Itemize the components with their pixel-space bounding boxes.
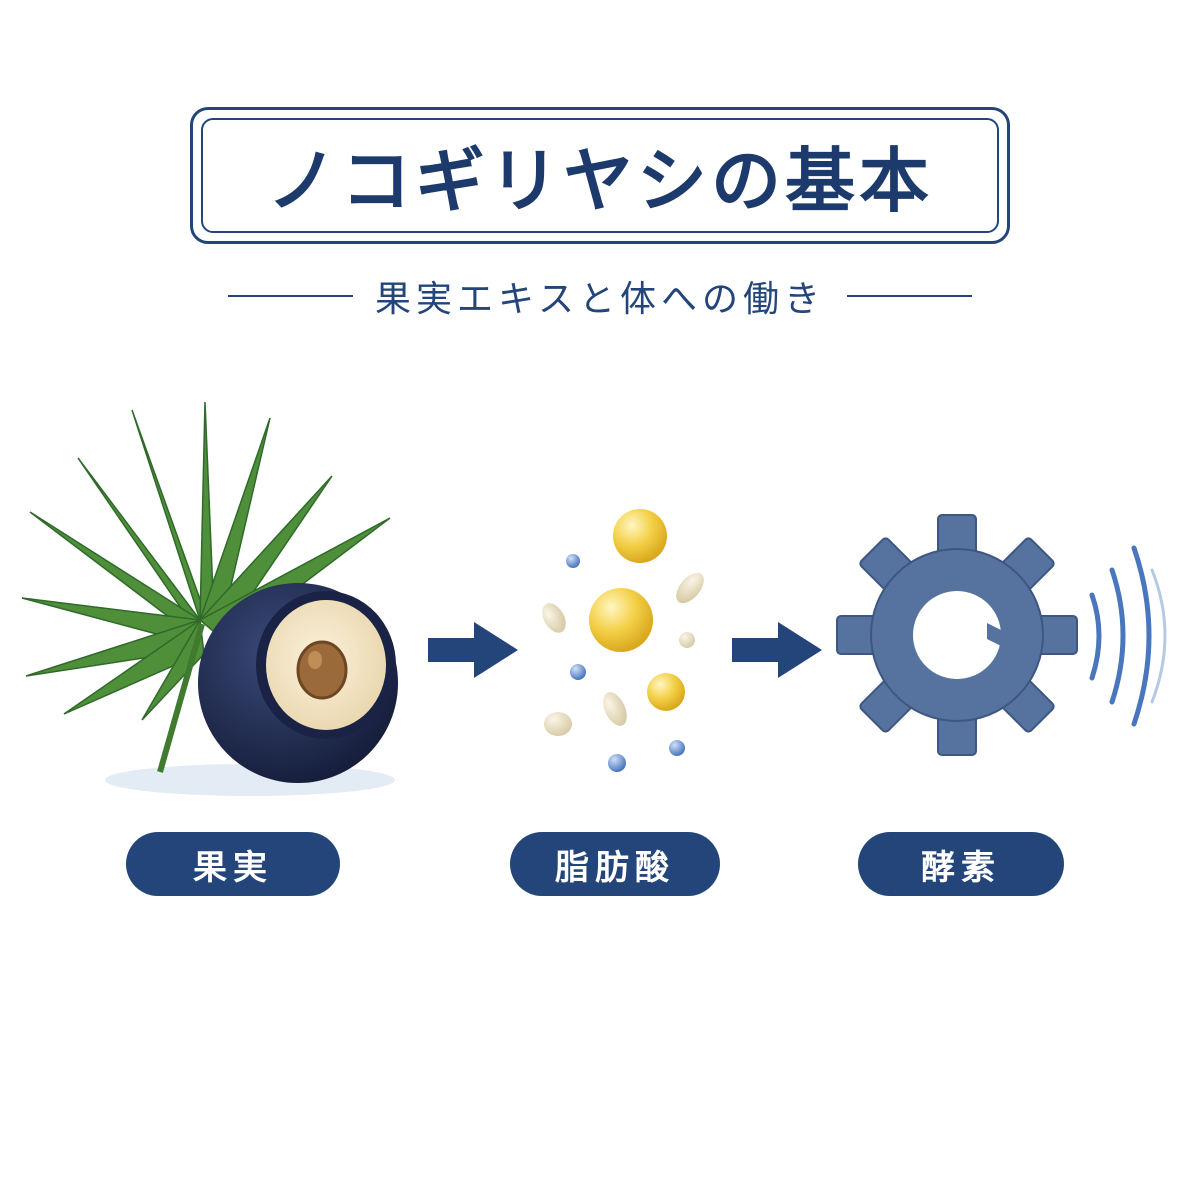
title-frame: ノコギリヤシの基本 xyxy=(190,107,1010,244)
molecule-blue-dot xyxy=(669,740,685,756)
seed-highlight xyxy=(308,651,322,669)
enzyme-gear-icon xyxy=(836,514,1078,756)
molecule-yellow-center xyxy=(589,588,653,652)
molecule-cream-oval xyxy=(603,692,627,726)
molecule-cream-oval xyxy=(544,712,572,736)
saw-palmetto-fruit-icon xyxy=(21,401,398,796)
molecule-cream-dot xyxy=(679,632,695,648)
signal-waves-icon xyxy=(1089,545,1167,727)
gear-notch xyxy=(987,623,1003,647)
molecule-blue-dot xyxy=(570,664,586,680)
gear-hole xyxy=(913,591,1001,679)
title-frame-inner-border xyxy=(201,118,999,233)
process-diagram xyxy=(21,401,1167,796)
step-label-enzyme: 酵素 xyxy=(858,832,1064,896)
molecule-yellow-top xyxy=(613,509,667,563)
arrow-right-icon xyxy=(428,622,518,678)
step-label-fruit: 果実 xyxy=(126,832,340,896)
subtitle-row: 果実エキスと体への働き xyxy=(215,268,985,324)
palm-leaf-stem xyxy=(157,623,205,773)
molecule-blue-dot xyxy=(566,554,580,568)
subtitle-left-rule xyxy=(228,295,354,297)
molecule-blue-dot xyxy=(608,754,626,772)
step-label-fatty-acid: 脂肪酸 xyxy=(510,832,720,896)
molecule-cream-oval xyxy=(676,572,704,604)
page-title: ノコギリヤシの基本 xyxy=(267,139,933,222)
molecule-yellow-small xyxy=(647,673,685,711)
arrow-right-icon xyxy=(732,622,822,678)
fatty-acid-molecules-icon xyxy=(542,509,704,772)
molecule-cream-oval xyxy=(542,603,566,633)
page-subtitle: 果実エキスと体への働き xyxy=(375,279,825,320)
fruit-seed-icon xyxy=(296,640,348,700)
subtitle-right-rule xyxy=(846,295,972,297)
